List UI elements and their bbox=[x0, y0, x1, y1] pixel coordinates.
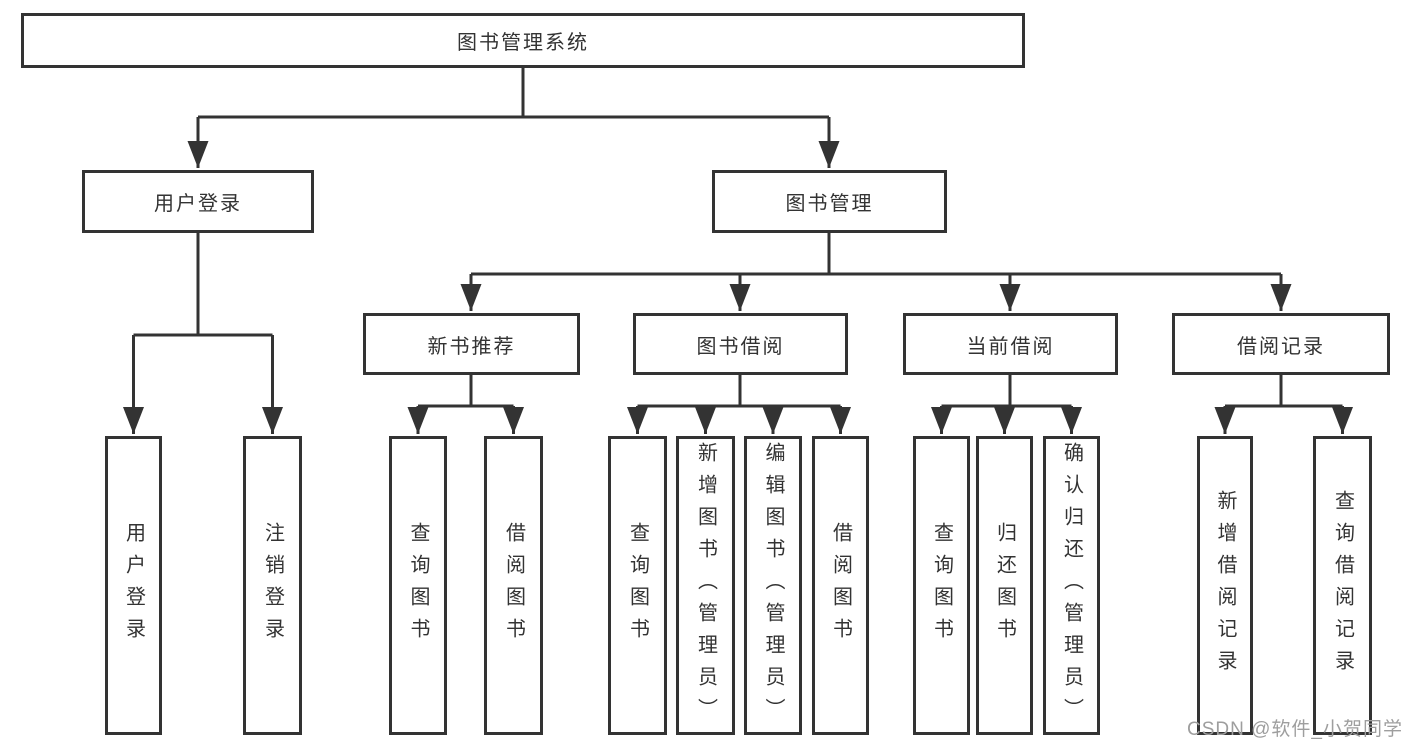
node-user-login: 用户登录 bbox=[82, 170, 314, 233]
leaf-current-query-books: 查询图书 bbox=[913, 436, 970, 735]
csdn-watermark: CSDN @软件_小贺同学 bbox=[1187, 719, 1403, 740]
leaf-newbook-query-books: 查询图书 bbox=[389, 436, 447, 735]
leaf-user-login: 用户登录 bbox=[105, 436, 162, 735]
leaf-borrow-edit-books-admin: 编辑图书（管理员） bbox=[744, 436, 802, 735]
node-borrow-records: 借阅记录 bbox=[1172, 313, 1390, 375]
leaf-borrow-query-books: 查询图书 bbox=[608, 436, 667, 735]
leaf-borrow-borrow-books: 借阅图书 bbox=[812, 436, 869, 735]
leaf-current-return-books: 归还图书 bbox=[976, 436, 1033, 735]
leaf-logout: 注销登录 bbox=[243, 436, 302, 735]
leaf-records-add-record: 新增借阅记录 bbox=[1197, 436, 1253, 735]
leaf-borrow-add-books-admin: 新增图书（管理员） bbox=[676, 436, 735, 735]
node-library-system: 图书管理系统 bbox=[21, 13, 1025, 68]
node-book-management: 图书管理 bbox=[712, 170, 947, 233]
leaf-records-query-record: 查询借阅记录 bbox=[1313, 436, 1372, 735]
node-new-book-recommend: 新书推荐 bbox=[363, 313, 580, 375]
leaf-newbook-borrow-books: 借阅图书 bbox=[484, 436, 543, 735]
leaf-current-confirm-return-admin: 确认归还（管理员） bbox=[1043, 436, 1100, 735]
node-book-borrow: 图书借阅 bbox=[633, 313, 848, 375]
node-current-borrow: 当前借阅 bbox=[903, 313, 1118, 375]
